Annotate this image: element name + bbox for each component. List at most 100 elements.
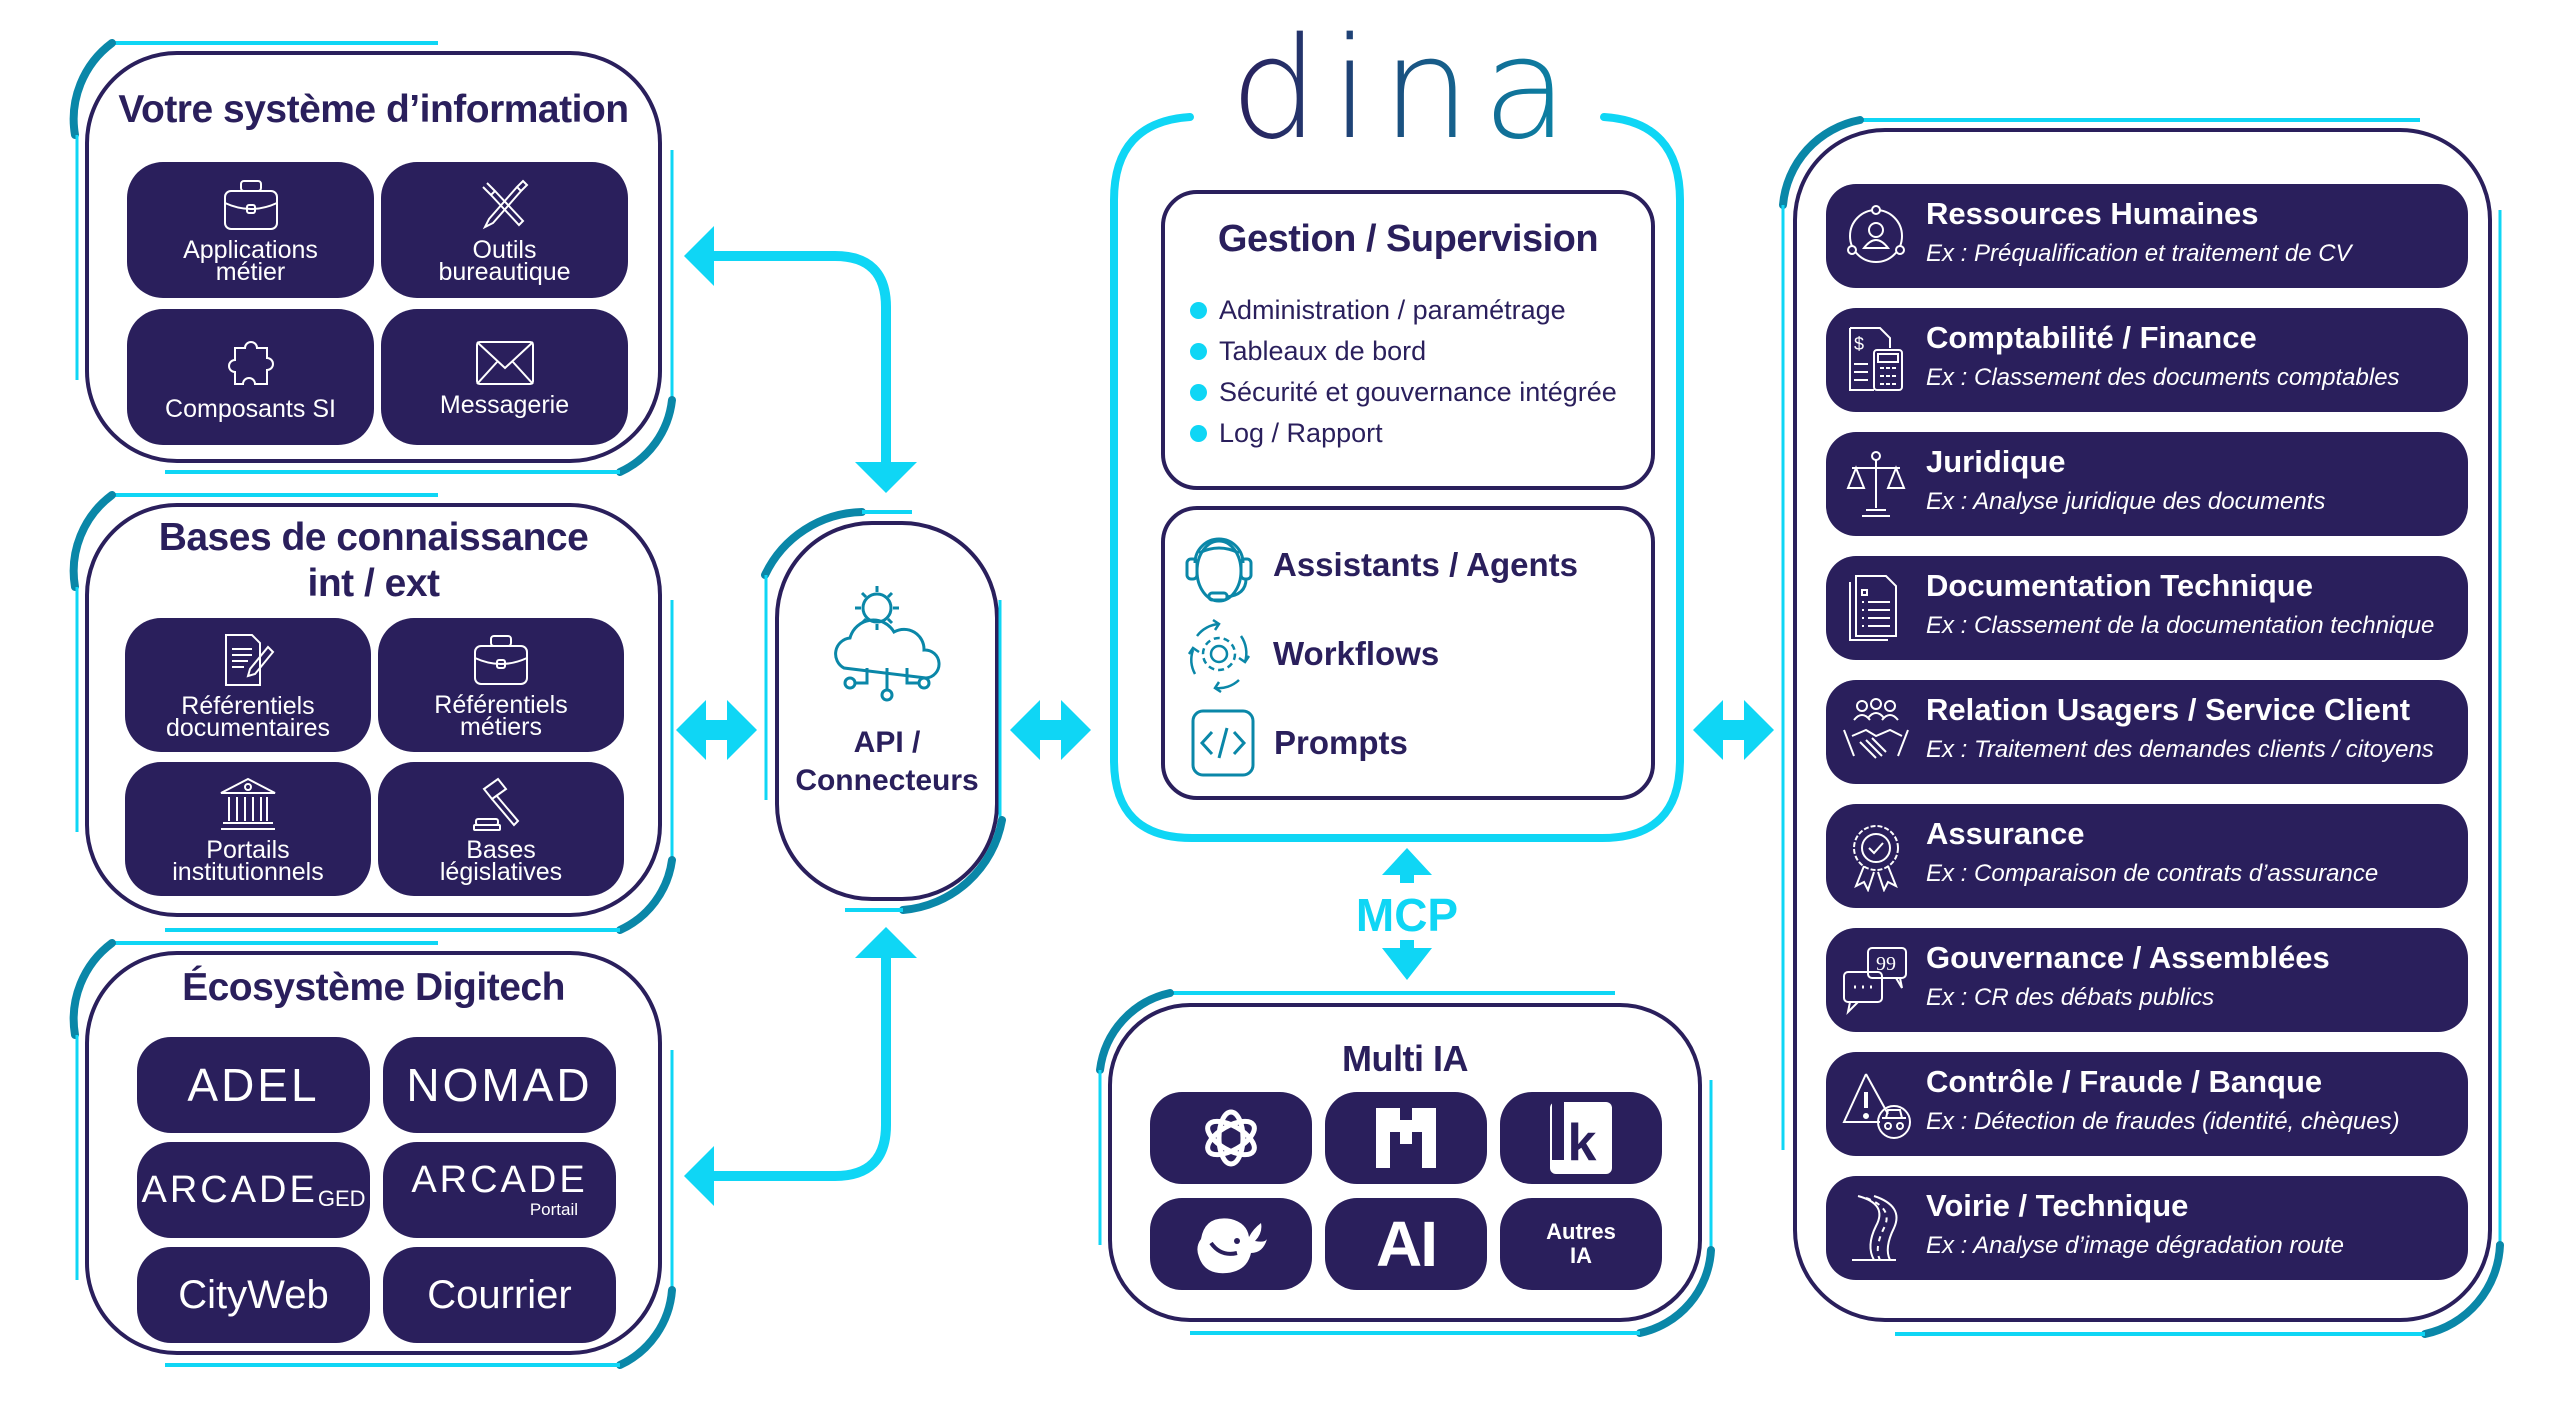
svg-text:k: k: [1568, 1114, 1597, 1172]
feature-workflows[interactable]: Workflows: [1183, 610, 1439, 698]
panel-frame-bases: [69, 491, 676, 934]
usecase-ressources-humaines[interactable]: Ressources Humaines Ex : Préqualificatio…: [1826, 184, 2468, 288]
tile-composants-si[interactable]: Composants SI: [127, 309, 374, 445]
product-nomad[interactable]: NOMAD: [383, 1037, 616, 1133]
bullet-item: Tableaux de bord: [1190, 331, 1617, 372]
bullet-dot: [1190, 384, 1207, 401]
usecase-documentation-technique[interactable]: Documentation Technique Ex : Classement …: [1826, 556, 2468, 660]
award-badge-icon: [1853, 825, 1899, 892]
arrow-api-ecosysteme: [684, 927, 917, 1206]
bullet-item: Administration / paramétrage: [1190, 290, 1617, 331]
multi-ia-frame: [1096, 989, 1715, 1337]
feature-assistants-agents[interactable]: Assistants / Agents: [1183, 520, 1578, 610]
panel-frame-si: [69, 39, 676, 476]
gestion-title: Gestion / Supervision: [1217, 218, 1599, 260]
multi-ia-title: Multi IA: [1342, 1038, 1468, 1079]
mcp-label: MCP: [1355, 889, 1459, 941]
ia-provider-deepseek[interactable]: [1150, 1198, 1312, 1290]
product-courrier[interactable]: Courrier: [383, 1247, 616, 1343]
institution-icon: [220, 777, 276, 830]
svg-text:99: 99: [1876, 953, 1896, 975]
tile-label: Composants SI: [165, 395, 336, 423]
tools-icon: [481, 179, 528, 230]
api-frame: [761, 508, 1006, 914]
arrow-dina-usecases: [1693, 700, 1774, 760]
gestion-bullet-list: Administration / paramétrage Tableaux de…: [1190, 290, 1617, 454]
anthropic-icon: AI: [1376, 1208, 1438, 1280]
usecases-frame: [1779, 116, 2504, 1338]
tile-label: Messagerie: [439, 391, 570, 419]
arrow-api-si: [684, 226, 917, 493]
code-icon: [1191, 709, 1255, 777]
arrow-api-dina: [1010, 700, 1091, 760]
usecase-assurance[interactable]: Assurance Ex : Comparaison de contrats d…: [1826, 804, 2468, 908]
road-icon: [1852, 1195, 1898, 1261]
document-pen-icon: [225, 634, 275, 686]
panel-title-si: Votre système d’information: [118, 88, 629, 131]
gavel-icon: [473, 777, 520, 831]
headset-agent-icon: [1185, 537, 1253, 603]
briefcase-icon: [474, 635, 528, 685]
bullet-dot: [1190, 425, 1207, 442]
bullet-item: Log / Rapport: [1190, 413, 1617, 454]
dina-frame: [1110, 113, 1684, 842]
cloud-gear-icon: [834, 586, 941, 702]
bullet-item: Sécurité et gouvernance intégrée: [1190, 372, 1617, 413]
ia-provider-anthropic[interactable]: AI: [1325, 1198, 1487, 1290]
usecase-controle-fraude[interactable]: Contrôle / Fraude / Banque Ex : Détectio…: [1826, 1052, 2468, 1156]
ia-provider-openai[interactable]: [1150, 1092, 1312, 1184]
bullet-dot: [1190, 302, 1207, 319]
ia-provider-mistral[interactable]: [1325, 1092, 1487, 1184]
arrow-bases-api: [676, 700, 757, 760]
briefcase-icon: [223, 180, 278, 230]
ia-provider-k[interactable]: k: [1500, 1092, 1662, 1184]
warning-spy-icon: [1842, 1073, 1911, 1139]
usecase-relation-usagers[interactable]: Relation Usagers / Service Client Ex : T…: [1826, 680, 2468, 784]
dina-logo-text: dina: [1230, 8, 1581, 171]
dina-logo: dina: [1230, 20, 1580, 160]
usecase-comptabilite-finance[interactable]: $ Comptabilité / Finance Ex : Classement…: [1826, 308, 2468, 412]
openai-icon: [1205, 1109, 1257, 1167]
mistral-icon: [1376, 1108, 1436, 1168]
panel-title-ecosysteme: Écosystème Digitech: [182, 966, 565, 1009]
document-list-icon: [1849, 575, 1897, 641]
tile-messagerie[interactable]: Messagerie: [381, 309, 628, 445]
product-cityweb[interactable]: CityWeb: [137, 1247, 370, 1343]
ia-provider-autres[interactable]: Autres IA: [1500, 1198, 1662, 1290]
deepseek-whale-icon: [1197, 1218, 1267, 1274]
envelope-icon: [475, 341, 534, 385]
bullet-dot: [1190, 343, 1207, 360]
hr-people-icon: [1847, 205, 1905, 263]
arrow-mcp: [1382, 848, 1432, 980]
scales-justice-icon: [1846, 451, 1906, 517]
chat-bubbles-icon: 99: [1843, 947, 1907, 1016]
api-label: API /Connecteurs: [795, 726, 979, 797]
usecase-gouvernance-assemblees[interactable]: 99 Gouvernance / Assemblées Ex : CR des …: [1826, 928, 2468, 1032]
feature-prompts[interactable]: Prompts: [1190, 705, 1408, 781]
k-logo-icon: k: [1550, 1102, 1612, 1174]
accounting-calculator-icon: $: [1849, 327, 1903, 391]
gear-cycle-icon: [1187, 618, 1251, 694]
usecase-juridique[interactable]: Juridique Ex : Analyse juridique des doc…: [1826, 432, 2468, 536]
api-connecteurs-box[interactable]: API /Connecteurs: [777, 523, 997, 899]
product-adel[interactable]: ADEL: [137, 1037, 370, 1133]
handshake-icon: [1843, 698, 1909, 759]
puzzle-icon: [227, 341, 274, 385]
usecase-voirie-technique[interactable]: Voirie / Technique Ex : Analyse d’image …: [1826, 1176, 2468, 1280]
